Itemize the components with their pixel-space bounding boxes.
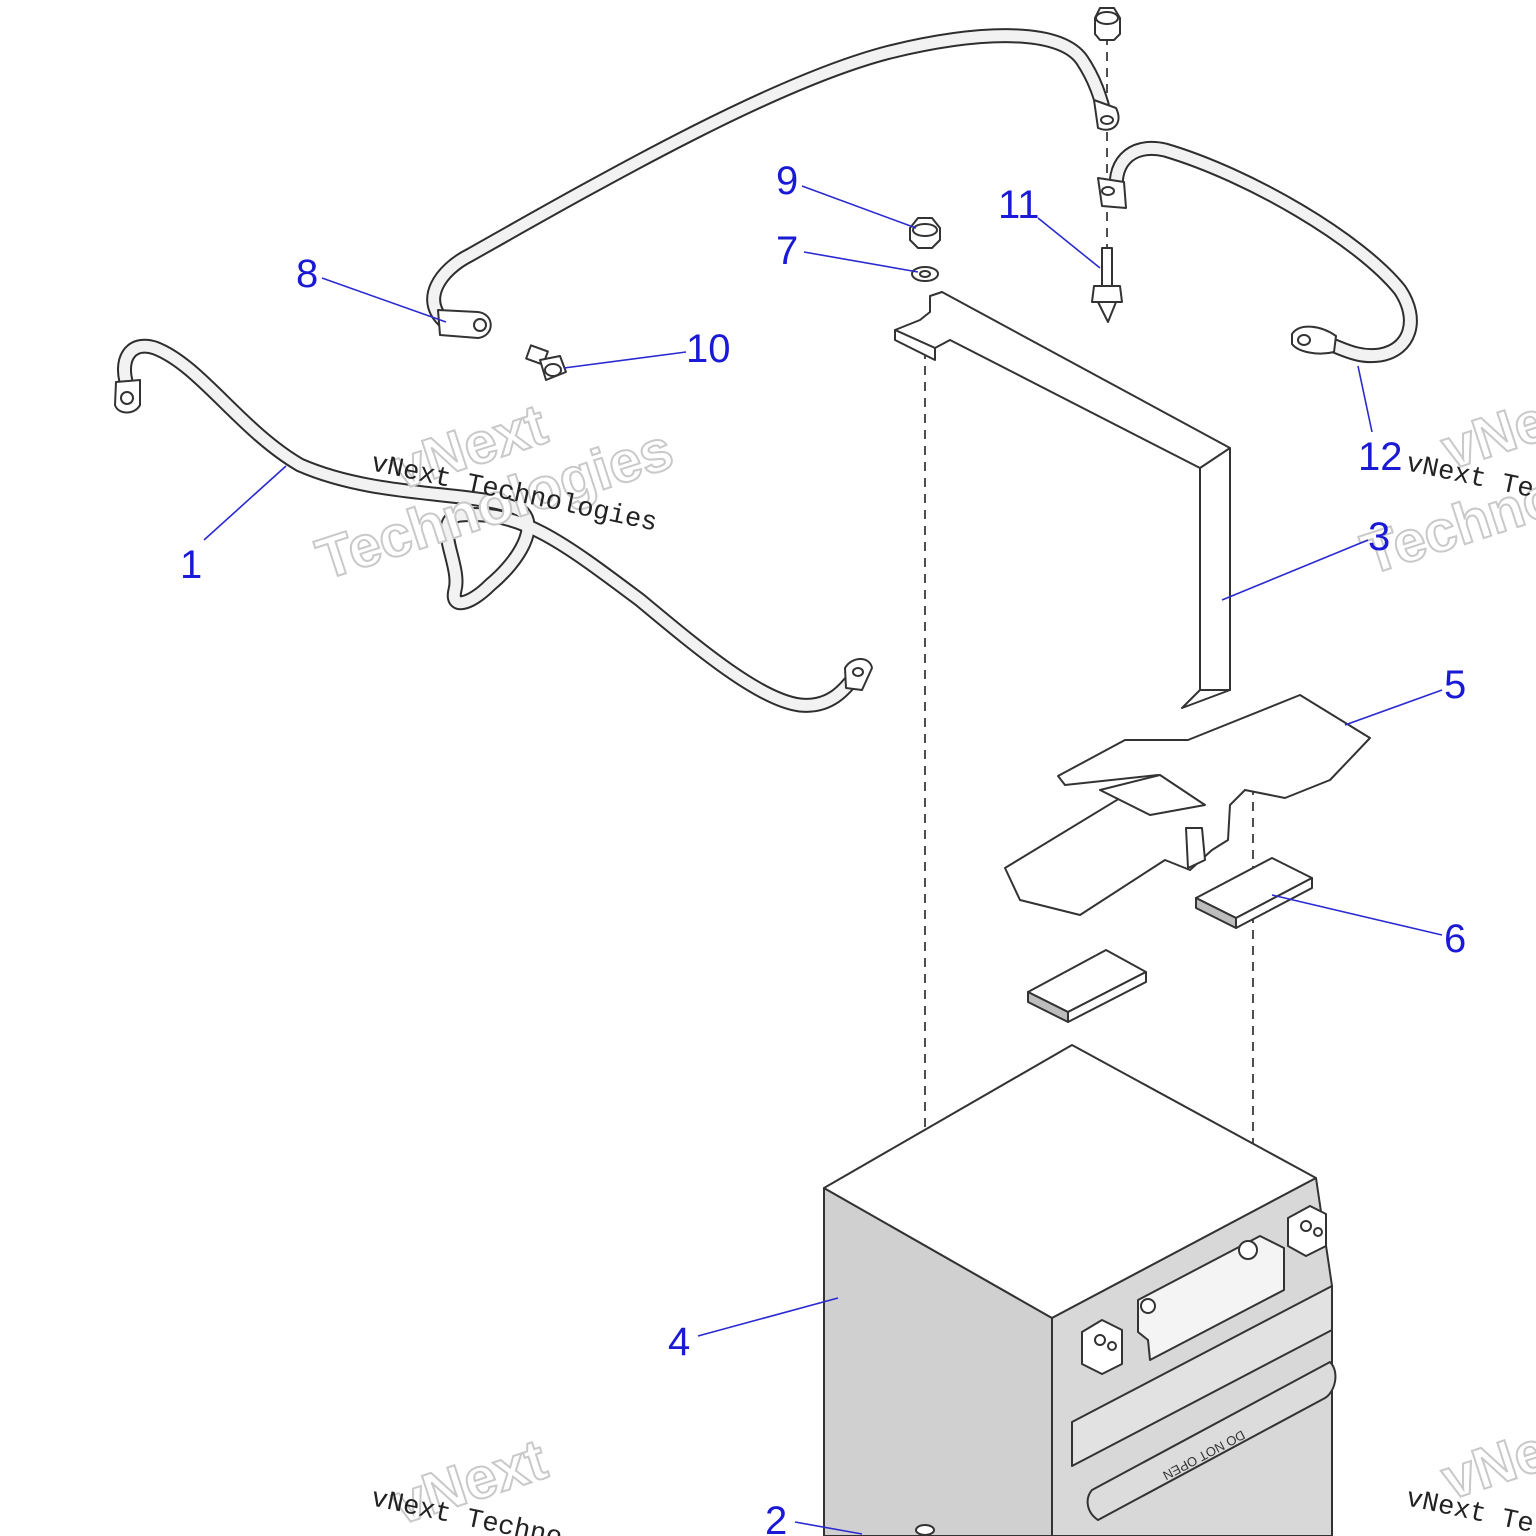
battery-terminal-positive: [1287, 1205, 1327, 1257]
hold-down-strap-3: [894, 291, 1231, 709]
callout-2: 2: [765, 1499, 787, 1536]
nut-9: [909, 217, 941, 249]
leader-1: [203, 465, 287, 541]
callout-10: 10: [686, 327, 731, 371]
pad-6: [1195, 857, 1313, 929]
callout-8: 8: [296, 252, 318, 296]
cable-12: [1097, 141, 1418, 364]
cable-8: [426, 28, 1120, 339]
bolt-10: [525, 344, 567, 381]
leader-10: [563, 351, 687, 369]
callout-4: 4: [668, 1320, 690, 1364]
callout-numbers: 1 2 3 4 5 6 7 8 9 10 11 12: [180, 159, 1466, 1536]
callout-11: 11: [998, 183, 1040, 227]
leader-lines: [203, 185, 1443, 1535]
leader-8: [321, 277, 447, 323]
battery-4: DO NOT OPEN: [823, 1044, 1337, 1536]
leader-3: [1221, 539, 1369, 601]
terminal-nut: [1094, 7, 1121, 41]
callout-9: 9: [776, 159, 798, 203]
washer-2: [915, 1524, 935, 1536]
callout-7: 7: [776, 229, 798, 273]
battery-cover-5: [1004, 694, 1371, 916]
leader-7: [803, 251, 919, 273]
terminal-lug-8b: [1093, 99, 1120, 131]
cable-1: [114, 338, 873, 713]
callout-5: 5: [1444, 663, 1466, 707]
callout-3: 3: [1368, 515, 1390, 559]
callout-1: 1: [180, 543, 202, 587]
leader-2: [794, 1521, 863, 1535]
leader-12: [1357, 365, 1373, 433]
battery-terminal-negative: [1081, 1319, 1123, 1375]
callout-12: 12: [1358, 435, 1403, 479]
callout-6: 6: [1444, 917, 1466, 961]
pad-6-second: [1027, 949, 1147, 1023]
bolt-11: [1091, 247, 1123, 323]
leader-5: [1344, 689, 1443, 726]
leader-9: [801, 185, 917, 229]
assembly-axes: [924, 20, 1254, 1536]
leader-4: [697, 1297, 839, 1337]
leader-11: [1037, 217, 1101, 269]
washer-7: [911, 266, 939, 282]
terminal-lug-12b: [1291, 325, 1337, 355]
leader-6: [1271, 894, 1443, 936]
